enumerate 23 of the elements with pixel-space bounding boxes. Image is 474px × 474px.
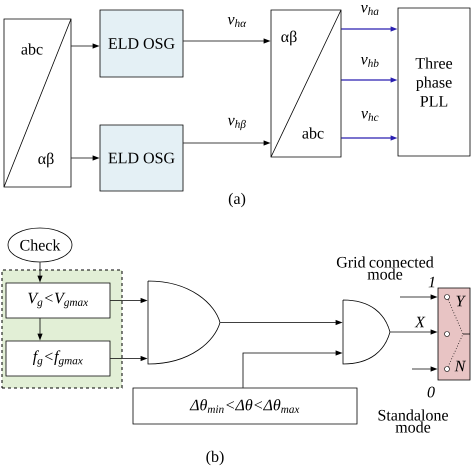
- mode-label: Standalone mode: [378, 409, 448, 433]
- pll-box: Three phase PLL: [398, 8, 470, 156]
- edge-label: v$_{hc}$: [361, 110, 378, 122]
- selector-switch: Y N: [438, 288, 470, 380]
- edge-label: X: [414, 316, 426, 328]
- input-value: 1: [428, 276, 434, 288]
- filter-box: ELD OSG: [100, 124, 184, 192]
- ellipse-node: Check: [8, 228, 72, 262]
- input-value: 0: [428, 386, 435, 398]
- transform-box: αβ abc: [270, 10, 342, 158]
- condition-box: Δθ$_{min}$<Δθ<Δθ$_{max}$: [132, 388, 358, 424]
- logic-gate: [342, 300, 390, 364]
- panel-label: (b): [206, 450, 224, 466]
- edge-label: v$_{ha}$: [360, 4, 378, 16]
- condition-box: V$_{g}$<V$_{gmax}$: [6, 282, 110, 318]
- logic-gate: [148, 280, 220, 364]
- edge-label: v$_{hβ}$: [228, 118, 246, 130]
- filter-box: ELD OSG: [100, 10, 184, 78]
- condition-box: f$_{g}$<f$_{gmax}$: [6, 340, 110, 376]
- transform-box: abc αβ: [4, 18, 72, 188]
- panel-label: (a): [228, 192, 246, 208]
- edge-label: v$_{hα}$: [228, 16, 246, 28]
- edge-label: v$_{hb}$: [360, 56, 379, 68]
